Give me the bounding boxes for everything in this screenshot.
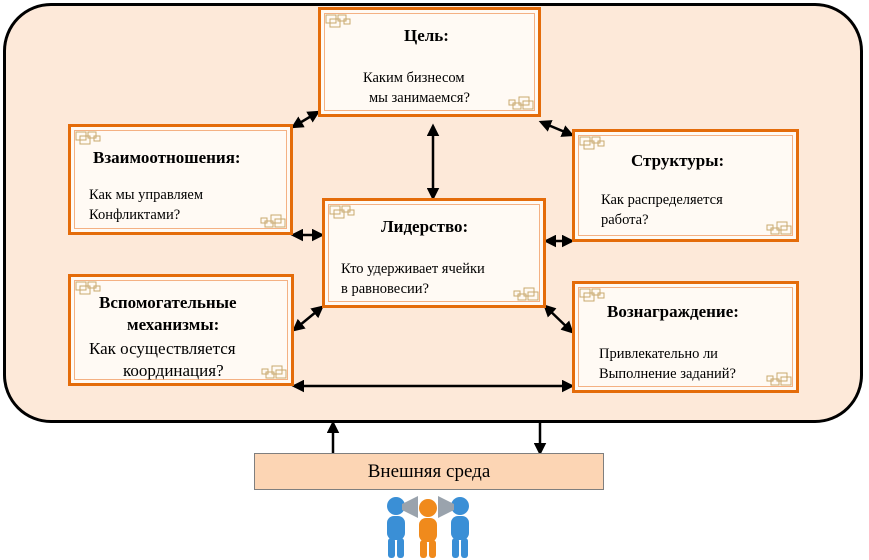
leadership-title: Лидерство:	[381, 217, 469, 236]
corner-ornament-icon	[508, 96, 534, 110]
mechanisms-line-2: координация?	[123, 361, 224, 380]
corner-ornament-icon	[329, 205, 355, 219]
corner-ornament-icon	[513, 287, 539, 301]
goal-box: Цель: Каким бизнесом мы занимаемся?	[318, 7, 541, 117]
goal-line-1: Каким бизнесом	[363, 70, 465, 86]
corner-ornament-icon	[260, 214, 286, 228]
relationships-title: Взаимоотношения:	[93, 148, 241, 167]
reward-box: Вознаграждение: Привлекательно ли Выполн…	[572, 281, 799, 393]
structures-line-2: работа?	[601, 212, 649, 228]
corner-ornament-icon	[75, 131, 101, 145]
mechanisms-line-1: Как осуществляется	[89, 339, 236, 358]
arrow-leadership-mechanisms	[292, 305, 324, 332]
reward-title: Вознаграждение:	[607, 302, 739, 321]
corner-ornament-icon	[325, 14, 351, 28]
leadership-line-1: Кто удерживает ячейки	[341, 261, 485, 277]
reward-line-1: Привлекательно ли	[599, 346, 718, 362]
external-environment-box: Внешняя среда	[254, 453, 604, 490]
external-environment-label: Внешняя среда	[367, 461, 491, 482]
corner-ornament-icon	[766, 372, 792, 386]
reward-line-2: Выполнение заданий?	[599, 366, 736, 382]
corner-ornament-icon	[766, 221, 792, 235]
corner-ornament-icon	[261, 365, 287, 379]
people-megaphone-icon	[387, 496, 469, 558]
relationships-line-1: Как мы управляем	[89, 187, 203, 203]
relationships-box: Взаимоотношения: Как мы управляем Конфли…	[68, 124, 293, 235]
goal-line-2: мы занимаемся?	[369, 90, 470, 106]
structures-line-1: Как распределяется	[601, 192, 723, 208]
corner-ornament-icon	[579, 288, 605, 302]
arrow-leadership-reward	[543, 304, 574, 334]
goal-title: Цель:	[404, 26, 449, 45]
corner-ornament-icon	[75, 281, 101, 295]
corner-ornament-icon	[579, 136, 605, 150]
structures-box: Структуры: Как распределяется работа?	[572, 129, 799, 242]
arrow-goal-relationships	[290, 110, 321, 129]
leadership-box: Лидерство: Кто удерживает ячейки в равно…	[322, 198, 546, 308]
mechanisms-box: Вспомогательные механизмы: Как осуществл…	[68, 274, 294, 386]
mechanisms-title-2: механизмы:	[127, 315, 220, 334]
relationships-line-2: Конфликтами?	[89, 207, 181, 223]
leadership-line-2: в равновесии?	[341, 281, 429, 297]
arrow-goal-structures	[538, 120, 575, 137]
mechanisms-title-1: Вспомогательные	[99, 293, 237, 312]
structures-title: Структуры:	[631, 151, 725, 170]
